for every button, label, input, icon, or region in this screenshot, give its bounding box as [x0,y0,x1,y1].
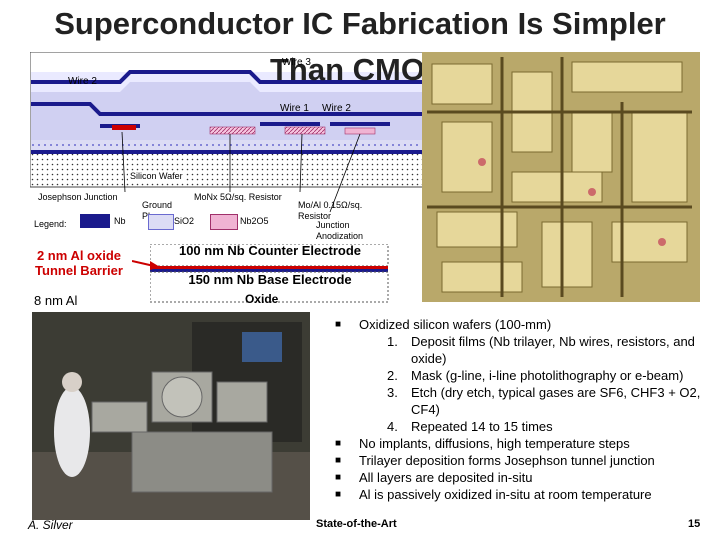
label-resistor-monx: MoNx 5Ω/sq. Resistor [194,192,282,202]
bullet-item: ■ No implants, diffusions, high temperatu… [335,435,705,452]
page-number: 15 [688,518,701,530]
bullet-text: No implants, diffusions, high temperatur… [359,436,630,451]
label-wire2-mid: Wire 2 [322,103,351,114]
sub-text: Repeated 14 to 15 times [411,419,553,434]
label-silicon-wafer: Silicon Wafer [128,171,185,181]
legend: Legend: [34,214,67,232]
legend-swatch-sio2 [148,214,174,230]
bullet-marker-icon: ■ [335,455,342,466]
sub-item: 1.Deposit films (Nb trilayer, Nb wires, … [387,334,695,366]
slide-title: Superconductor IC Fabrication Is Simpler [54,6,666,41]
bullet-item: ■ All layers are deposited in-situ [335,469,705,486]
bullet-marker-icon: ■ [335,319,342,330]
slide-subtitle: Than CMOS [270,52,446,87]
legend-title: Legend: [34,219,67,229]
fab-lab-photo [32,312,310,520]
legend-label-nb: Nb [114,216,126,226]
label-counter-electrode: 100 nm Nb Counter Electrode [178,243,362,258]
bullet-marker-icon: ■ [335,489,342,500]
chip-micrograph [422,52,700,302]
bullet-text: Oxidized silicon wafers (100-mm) [359,317,552,332]
label-wire2-left: Wire 2 [68,76,97,87]
label-8nm-al: 8 nm Al [34,293,78,308]
sub-text: Deposit films (Nb trilayer, Nb wires, re… [411,334,695,366]
label-wire3: Wire 3 [282,57,311,68]
label-base-electrode: 150 nm Nb Base Electrode [188,272,352,287]
label-junction-anodization: Junction Anodization [316,220,364,241]
label-resistor-moal: Mo/Al 0.15Ω/sq. Resistor [298,200,363,221]
sub-list: 1.Deposit films (Nb trilayer, Nb wires, … [359,333,705,435]
label-tunnel-barrier: 2 nm Al oxide Tunnel Barrier [35,248,123,278]
bullet-marker-icon: ■ [335,472,342,483]
label-oxide: Oxide [245,292,279,306]
sub-text: Mask (g-line, i-line photolithography or… [411,368,684,383]
bullet-text: Trilayer deposition forms Josephson tunn… [359,453,655,468]
bullet-marker-icon: ■ [335,438,342,449]
sub-item: 2.Mask (g-line, i-line photolithography … [387,368,684,383]
cross-section-diagram [30,52,426,213]
legend-label-nb2o5: Nb2O5 [240,216,269,226]
sub-text: Etch (dry etch, typical gases are SF6, C… [411,385,701,417]
bullet-item: ■ Oxidized silicon wafers (100-mm) 1.Dep… [335,316,705,435]
bullet-item: ■ Al is passively oxidized in-situ at roo… [335,486,705,503]
bullet-text: All layers are deposited in-situ [359,470,533,485]
legend-label-sio2: SiO2 [174,216,195,226]
trilayer-stack [150,244,389,303]
legend-swatch-nb [80,214,110,228]
footer-author: A. Silver [28,518,73,532]
arrow-to-barrier [132,260,160,270]
bullet-text: Al is passively oxidized in-situ at room… [359,487,652,502]
legend-swatch-nb2o5 [210,214,238,230]
sub-item: 3.Etch (dry etch, typical gases are SF6,… [387,385,701,417]
bullet-item: ■ Trilayer deposition forms Josephson tun… [335,452,705,469]
label-wire1: Wire 1 [280,103,309,114]
sub-item: 4.Repeated 14 to 15 times [387,419,553,434]
bullet-list: ■ Oxidized silicon wafers (100-mm) 1.Dep… [335,316,705,503]
footer-section: State-of-the-Art [316,518,397,530]
label-josephson-junction: Josephson Junction [38,192,118,202]
